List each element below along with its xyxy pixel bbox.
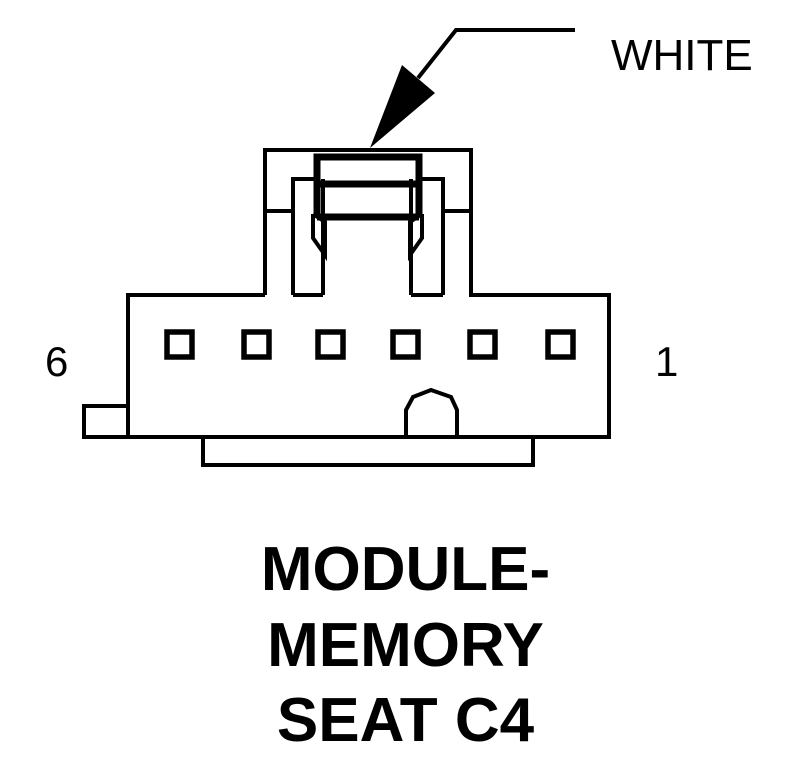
pin-cavity-2: [467, 329, 498, 360]
pin-cavity-5: [241, 329, 272, 360]
connector-title-line-2: MEMORY: [267, 611, 544, 680]
pin-cavities: [164, 329, 576, 360]
pin-cavity-3: [390, 329, 421, 360]
connector-body: [82, 148, 611, 467]
pin-label-left: 6: [45, 338, 68, 385]
pin-cavity-4: [315, 329, 346, 360]
connector-title-line-3: SEAT C4: [276, 686, 535, 755]
callout-label: WHITE: [611, 31, 753, 80]
callout-arrow: [370, 28, 575, 148]
pin-cavity-6: [164, 329, 195, 360]
connector-title-line-1: MODULE-: [260, 535, 551, 604]
latch-hooks: [311, 212, 424, 262]
pin-label-right: 1: [655, 338, 678, 385]
latch: [313, 153, 423, 221]
pin-cavity-1: [545, 329, 576, 360]
